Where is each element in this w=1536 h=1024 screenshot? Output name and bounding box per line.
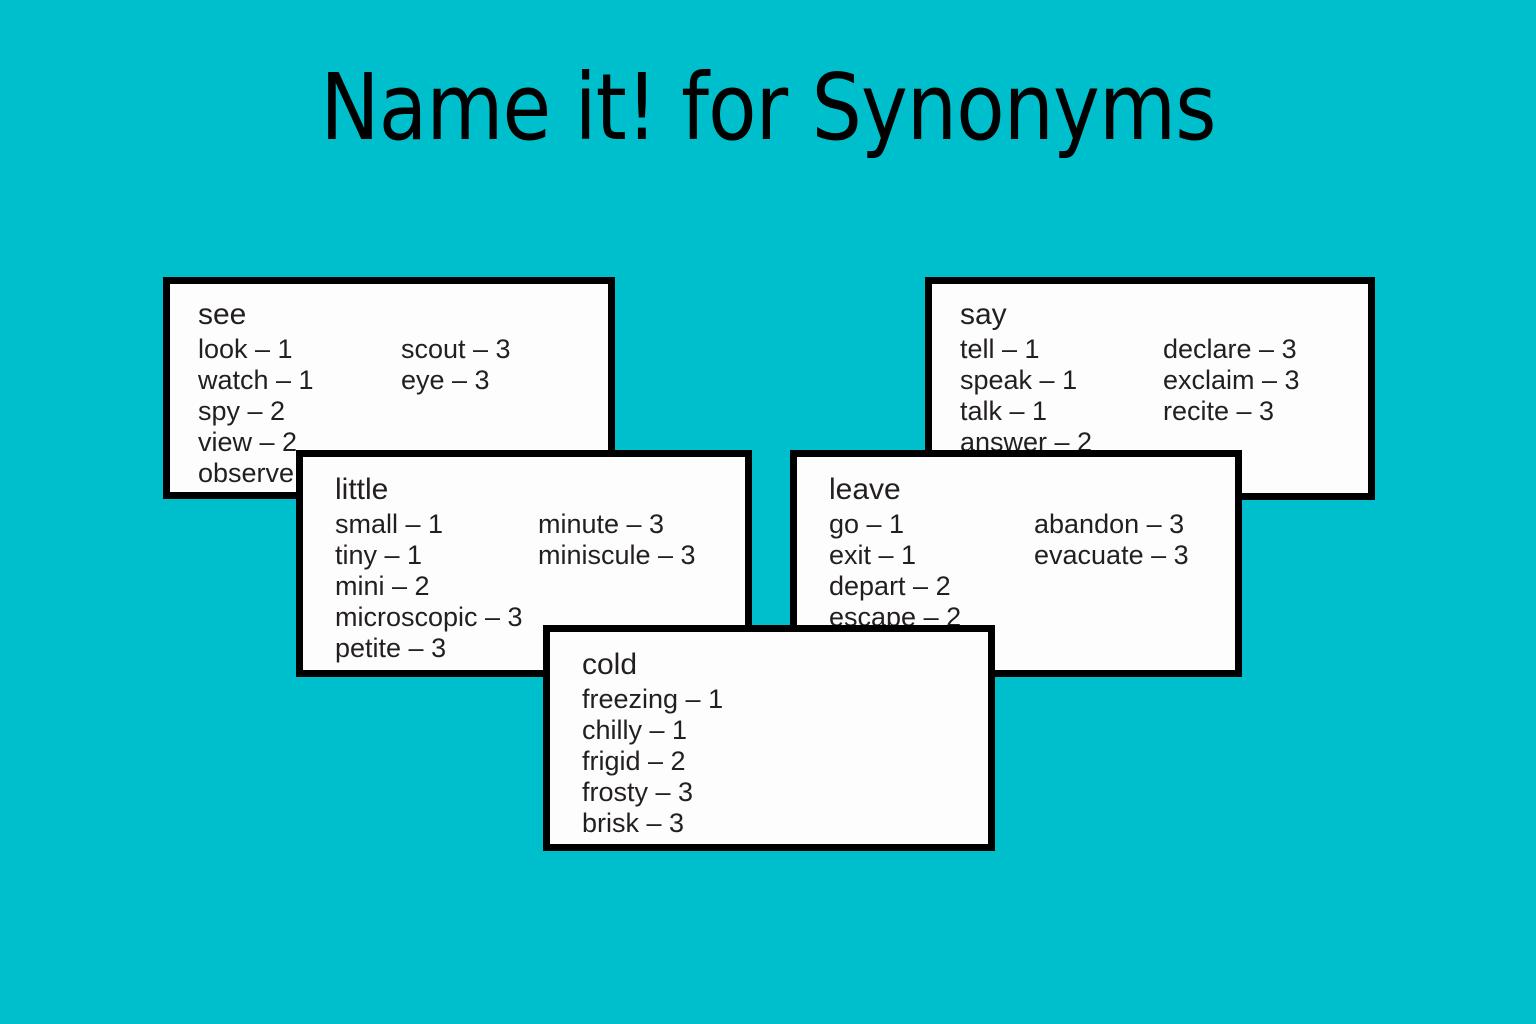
entry-column-left: freezing – 1 chilly – 1 frigid – 2 frost…: [582, 684, 723, 839]
synonym-entry: abandon – 3: [1034, 509, 1185, 539]
synonym-entry: declare – 3: [1163, 334, 1297, 364]
synonym-entry: exclaim – 3: [1163, 365, 1300, 395]
synonym-entry: miniscule – 3: [538, 540, 696, 570]
synonym-entry: observe: [198, 458, 295, 488]
synonym-entry: depart – 2: [829, 571, 951, 601]
synonym-entry: small – 1: [335, 509, 444, 539]
synonym-entry: minute – 3: [538, 509, 665, 539]
card-heading: leave: [829, 473, 901, 506]
synonym-entry: tell – 1: [960, 334, 1040, 364]
synonym-entry: microscopic – 3: [335, 602, 523, 632]
card-heading: see: [198, 298, 247, 331]
card-content: little small – 1 tiny – 1 mini – 2 micro…: [303, 457, 745, 670]
entry-column-left: go – 1 exit – 1 depart – 2 escape – 2: [829, 509, 961, 633]
synonym-entry: brisk – 3: [582, 808, 685, 838]
entry-column-right: declare – 3 exclaim – 3 recite – 3: [1163, 334, 1300, 427]
card-content: say tell – 1 speak – 1 talk – 1 answer –…: [932, 284, 1368, 493]
synonym-entry: go – 1: [829, 509, 905, 539]
synonym-entry: frosty – 3: [582, 777, 694, 807]
entry-column-right: minute – 3 miniscule – 3: [538, 509, 696, 571]
card-content: see look – 1 watch – 1 spy – 2 view – 2 …: [170, 284, 608, 492]
card-heading: little: [335, 473, 389, 506]
page-title: Name it! for Synonyms: [320, 54, 1216, 161]
synonym-entry: eye – 3: [401, 365, 490, 395]
synonym-entry: exit – 1: [829, 540, 917, 570]
synonym-entry: speak – 1: [960, 365, 1078, 395]
synonym-entry: tiny – 1: [335, 540, 423, 570]
synonym-card-cold[interactable]: cold freezing – 1 chilly – 1 frigid – 2 …: [543, 625, 995, 851]
synonym-entry: mini – 2: [335, 571, 430, 601]
synonym-entry: recite – 3: [1163, 396, 1275, 426]
card-heading: cold: [582, 648, 638, 681]
synonym-entry: talk – 1: [960, 396, 1048, 426]
entry-column-right: abandon – 3 evacuate – 3: [1034, 509, 1189, 571]
synonym-entry: watch – 1: [198, 365, 314, 395]
synonym-entry: chilly – 1: [582, 715, 688, 745]
card-heading: say: [960, 298, 1007, 331]
synonym-entry: look – 1: [198, 334, 293, 364]
entry-column-left: tell – 1 speak – 1 talk – 1 answer – 2: [960, 334, 1092, 458]
synonym-entry: petite – 3: [335, 633, 447, 663]
card-content: cold freezing – 1 chilly – 1 frigid – 2 …: [550, 632, 988, 844]
synonym-entry: freezing – 1: [582, 684, 724, 714]
synonym-entry: view – 2: [198, 427, 298, 457]
synonym-entry: frigid – 2: [582, 746, 686, 776]
entry-column-left: small – 1 tiny – 1 mini – 2 microscopic …: [335, 509, 523, 664]
entry-column-left: look – 1 watch – 1 spy – 2 view – 2 obse…: [198, 334, 314, 489]
synonym-entry: scout – 3: [401, 334, 511, 364]
synonym-entry: evacuate – 3: [1034, 540, 1189, 570]
entry-column-right: scout – 3 eye – 3: [401, 334, 511, 396]
synonym-entry: spy – 2: [198, 396, 286, 426]
